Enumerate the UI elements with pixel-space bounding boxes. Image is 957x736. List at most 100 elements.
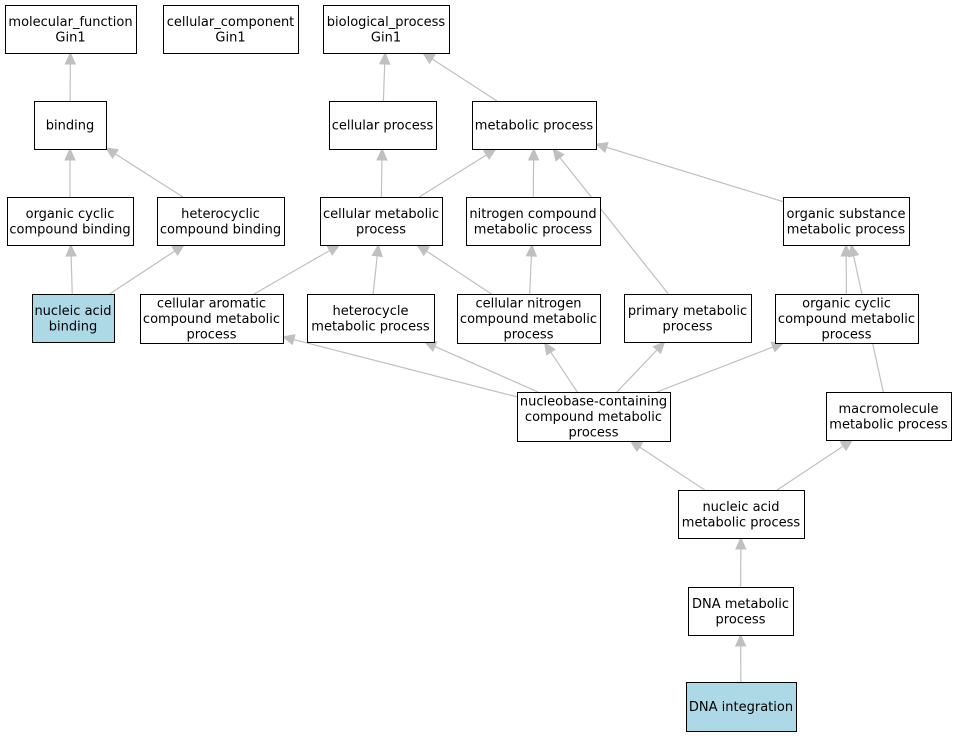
edge-nucleobase-containing-compound-metabolic-process-to-heterocycle-metabolic-process (423, 341, 539, 393)
edge-line (639, 446, 706, 491)
node-label-line: process (822, 328, 872, 343)
node-box (624, 294, 752, 343)
edge-nucleic-acid-binding-to-organic-cyclic-compound-binding (65, 243, 77, 295)
edge-nucleobase-containing-compound-metabolic-process-to-cellular-aromatic-compound-metabolic-process (281, 334, 518, 398)
node-label-line: process (663, 319, 713, 334)
arrowhead-icon (544, 341, 556, 356)
node-box (457, 294, 601, 344)
arrowhead-icon (104, 147, 119, 160)
node-label-line: heterocyclic (181, 207, 260, 222)
node-label-line: metabolic process (475, 119, 594, 134)
node-label-line: cellular metabolic (323, 207, 439, 222)
edge-organic-cyclic-compound-metabolic-process-to-organic-substance-metabolic-process (840, 243, 852, 295)
node-binding[interactable]: binding (34, 101, 107, 150)
edge-organic-cyclic-compound-binding-to-binding (64, 147, 76, 197)
node-box (783, 197, 910, 246)
arrowhead-icon (734, 633, 747, 647)
edge-nucleobase-containing-compound-metabolic-process-to-primary-metabolic-process (616, 341, 666, 393)
node-label-line: cellular aromatic (157, 297, 266, 312)
node-label-line: macromolecule (838, 402, 938, 417)
node-label-line: process (569, 426, 619, 441)
node-label-line: process (504, 328, 554, 343)
edge-line (253, 249, 331, 295)
node-box (157, 197, 285, 246)
arrowhead-icon (64, 147, 76, 161)
node-box (466, 197, 601, 246)
node-box (686, 682, 797, 732)
node-label-line: Gin1 (371, 30, 401, 45)
node-box (34, 101, 107, 150)
arrowhead-icon (423, 341, 438, 352)
edge-line (529, 255, 532, 295)
node-label-line: nucleic acid (702, 500, 779, 515)
edge-cellular-process-to-bp-root (378, 51, 391, 102)
arrowhead-icon (416, 244, 431, 257)
arrowhead-icon (326, 244, 341, 256)
node-label-line: binding (46, 119, 94, 134)
node-box (7, 197, 134, 246)
node-label-line: organic cyclic (802, 297, 891, 312)
node-label-line: DNA metabolic (692, 597, 789, 612)
edge-line (616, 349, 658, 393)
node-label-line: cellular_component (167, 15, 295, 30)
arrowhead-icon (65, 243, 77, 257)
arrowhead-icon (629, 440, 644, 453)
node-label-line: cellular nitrogen (475, 297, 581, 312)
arrowhead-icon (840, 243, 852, 257)
node-label-line: nucleobase-containing (520, 395, 667, 410)
node-box (517, 392, 671, 442)
edge-line (293, 338, 518, 398)
node-label-line: cellular process (332, 119, 434, 134)
arrowhead-icon (527, 147, 540, 161)
edge-dna-metabolic-process-to-nucleic-acid-metabolic-process (735, 536, 747, 588)
arrowhead-icon (839, 439, 854, 452)
node-label-line: primary metabolic (628, 304, 747, 319)
node-label-line: binding (49, 319, 97, 334)
arrowhead-icon (371, 243, 383, 258)
edge-line (559, 157, 669, 295)
edge-dna-integration-to-dna-metabolic-process (734, 633, 747, 683)
arrowhead-icon (652, 341, 666, 355)
edge-organic-substance-metabolic-process-to-metabolic-process (594, 141, 784, 203)
arrowhead-icon (378, 51, 391, 65)
edge-line (382, 63, 386, 102)
arrowhead-icon (735, 536, 747, 550)
node-cellular-process[interactable]: cellular process (329, 101, 437, 150)
node-box (678, 490, 805, 539)
edge-line (431, 58, 498, 102)
node-dna-integration[interactable]: DNA integration (686, 682, 797, 732)
edge-line (109, 250, 176, 295)
node-label-line: metabolic process (474, 222, 593, 237)
node-label-line: metabolic process (787, 222, 906, 237)
node-box (826, 392, 952, 441)
node-box (688, 587, 794, 636)
node-metabolic-process[interactable]: metabolic process (472, 101, 597, 150)
node-label-line: process (187, 328, 237, 343)
edge-line (380, 159, 383, 198)
edge-metabolic-process-to-bp-root (421, 52, 498, 102)
edge-cellular-metabolic-process-to-cellular-process (376, 147, 388, 198)
node-label-line: organic substance (787, 207, 906, 222)
node-label-line: process (716, 612, 766, 627)
node-label-line: metabolic process (682, 515, 801, 530)
